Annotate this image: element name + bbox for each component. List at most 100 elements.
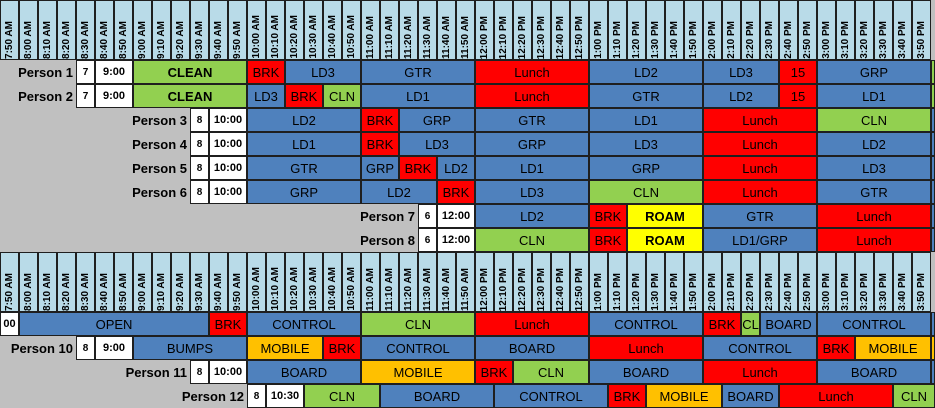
time-slot-header: 2:50 PM bbox=[798, 252, 817, 312]
assignment-board: BOARD bbox=[817, 360, 931, 384]
time-slot-header: 11:50 AM bbox=[456, 0, 475, 60]
time-slot-label: 8:40 AM bbox=[98, 273, 110, 311]
start-time: 10:30 bbox=[266, 384, 304, 408]
assignment-lunch: Lunch bbox=[475, 84, 589, 108]
time-slot-header: 12:50 PM bbox=[570, 252, 589, 312]
assignment-brk: BRK bbox=[209, 312, 247, 336]
time-slot-label: 12:30 PM bbox=[535, 267, 547, 311]
assignment-cl: CL bbox=[741, 312, 760, 336]
assignment-ld1: LD1 bbox=[361, 84, 475, 108]
time-slot-header: 12:10 PM bbox=[494, 252, 513, 312]
time-slot-header: 8:10 AM bbox=[38, 0, 57, 60]
assignment-continuation bbox=[931, 204, 935, 228]
time-slot-label: 10:20 AM bbox=[288, 15, 300, 59]
assignment-brk: BRK bbox=[608, 384, 646, 408]
time-slot-header: 12:50 PM bbox=[570, 0, 589, 60]
time-slot-label: 9:10 AM bbox=[155, 273, 167, 311]
time-slot-header: 8:30 AM bbox=[76, 0, 95, 60]
time-slot-label: 3:10 PM bbox=[839, 273, 851, 311]
time-slot-header: 2:20 PM bbox=[741, 0, 760, 60]
assignment-brk: BRK bbox=[817, 336, 855, 360]
assignment-control: CONTROL bbox=[494, 384, 608, 408]
assignment-clean: CLEAN bbox=[133, 60, 247, 84]
assignment-lunch: Lunch bbox=[779, 384, 893, 408]
time-slot-header: 12:20 PM bbox=[513, 252, 532, 312]
person-name: Person 12 bbox=[181, 388, 244, 404]
time-slot-header: 2:20 PM bbox=[741, 252, 760, 312]
assignment-brk: BRK bbox=[247, 60, 285, 84]
time-slot-header: 1:10 PM bbox=[608, 252, 627, 312]
time-slot-label: 2:00 PM bbox=[706, 273, 718, 311]
time-slot-label: 10:10 AM bbox=[269, 15, 281, 59]
time-slot-header: 9:20 AM bbox=[171, 0, 190, 60]
start-time: 10:00 bbox=[209, 108, 247, 132]
hours-count: 8 bbox=[247, 384, 266, 408]
time-slot-label: 12:50 PM bbox=[573, 15, 585, 59]
time-slot-header: 3:10 PM bbox=[836, 0, 855, 60]
time-slot-label: 1:10 PM bbox=[611, 21, 623, 59]
time-slot-header: 3:10 PM bbox=[836, 252, 855, 312]
assignment-lunch: Lunch bbox=[817, 228, 931, 252]
assignment-lunch: Lunch bbox=[703, 180, 817, 204]
time-slot-header: 8:40 AM bbox=[95, 252, 114, 312]
assignment-board: BOARD bbox=[475, 336, 589, 360]
assignment-control: CONTROL bbox=[247, 312, 361, 336]
time-slot-label: 3:40 PM bbox=[896, 273, 908, 311]
time-slot-header: 3:30 PM bbox=[874, 0, 893, 60]
assignment-ld3: LD3 bbox=[285, 60, 361, 84]
start-time: 12:00 bbox=[437, 228, 475, 252]
time-slot-label: 12:00 PM bbox=[478, 15, 490, 59]
time-slot-label: 10:40 AM bbox=[326, 15, 338, 59]
time-slot-header: 9:10 AM bbox=[152, 252, 171, 312]
time-slot-label: 11:10 AM bbox=[383, 16, 395, 59]
time-slot-label: 9:20 AM bbox=[174, 273, 186, 311]
time-slot-header: 8:20 AM bbox=[57, 0, 76, 60]
time-slot-header: 8:20 AM bbox=[57, 252, 76, 312]
assignment-15: 15 bbox=[779, 60, 817, 84]
assignment-brk: BRK bbox=[285, 84, 323, 108]
time-slot-label: 1:40 PM bbox=[668, 273, 680, 311]
assignment-ld3: LD3 bbox=[589, 132, 703, 156]
start-time: 10:00 bbox=[209, 180, 247, 204]
assignment-ld2: LD2 bbox=[437, 156, 475, 180]
assignment-cln: CLN bbox=[475, 228, 589, 252]
hours-count: 8 bbox=[190, 108, 209, 132]
time-slot-header: 11:20 AM bbox=[399, 0, 418, 60]
time-slot-header: 10:30 AM bbox=[304, 252, 323, 312]
assignment-ld1-grp: LD1/GRP bbox=[703, 228, 817, 252]
assignment-control: CONTROL bbox=[817, 312, 931, 336]
time-slot-label: 9:30 AM bbox=[193, 21, 205, 59]
time-slot-label: 10:10 AM bbox=[269, 267, 281, 311]
time-slot-label: 2:00 PM bbox=[706, 21, 718, 59]
assignment-ld1: LD1 bbox=[247, 132, 361, 156]
assignment-grp: GRP bbox=[361, 156, 399, 180]
time-slot-header: 2:10 PM bbox=[722, 0, 741, 60]
person-name: Person 6 bbox=[132, 184, 187, 200]
assignment-ld2: LD2 bbox=[361, 180, 437, 204]
assignment-grp: GRP bbox=[475, 132, 589, 156]
time-slot-header: 9:50 AM bbox=[228, 0, 247, 60]
time-slot-header: 11:20 AM bbox=[399, 252, 418, 312]
time-slot-label: 10:50 AM bbox=[345, 267, 357, 311]
time-slot-header: 1:50 PM bbox=[684, 0, 703, 60]
time-slot-label: 1:30 PM bbox=[649, 273, 661, 311]
time-slot-label: 1:20 PM bbox=[630, 21, 642, 59]
time-slot-header: 11:00 AM bbox=[361, 0, 380, 60]
assignment-lunch: Lunch bbox=[703, 132, 817, 156]
hours-count: 6 bbox=[418, 204, 437, 228]
time-slot-header: 8:50 AM bbox=[114, 252, 133, 312]
assignment-control: CONTROL bbox=[589, 312, 703, 336]
time-slot-label: 10:50 AM bbox=[345, 15, 357, 59]
hours-count: 7 bbox=[76, 84, 95, 108]
assignment-lunch: Lunch bbox=[475, 312, 589, 336]
time-slot-label: 7:50 AM bbox=[3, 21, 15, 59]
time-slot-label: 8:10 AM bbox=[41, 21, 53, 59]
time-slot-header: 1:30 PM bbox=[646, 0, 665, 60]
time-slot-header: 9:10 AM bbox=[152, 0, 171, 60]
time-slot-label: 7:50 AM bbox=[3, 273, 15, 311]
hours-count: 8 bbox=[190, 156, 209, 180]
time-slot-label: 2:50 PM bbox=[801, 273, 813, 311]
time-slot-label: 1:40 PM bbox=[668, 21, 680, 59]
time-slot-label: 12:50 PM bbox=[573, 267, 585, 311]
assignment-cln: CLN bbox=[323, 84, 361, 108]
